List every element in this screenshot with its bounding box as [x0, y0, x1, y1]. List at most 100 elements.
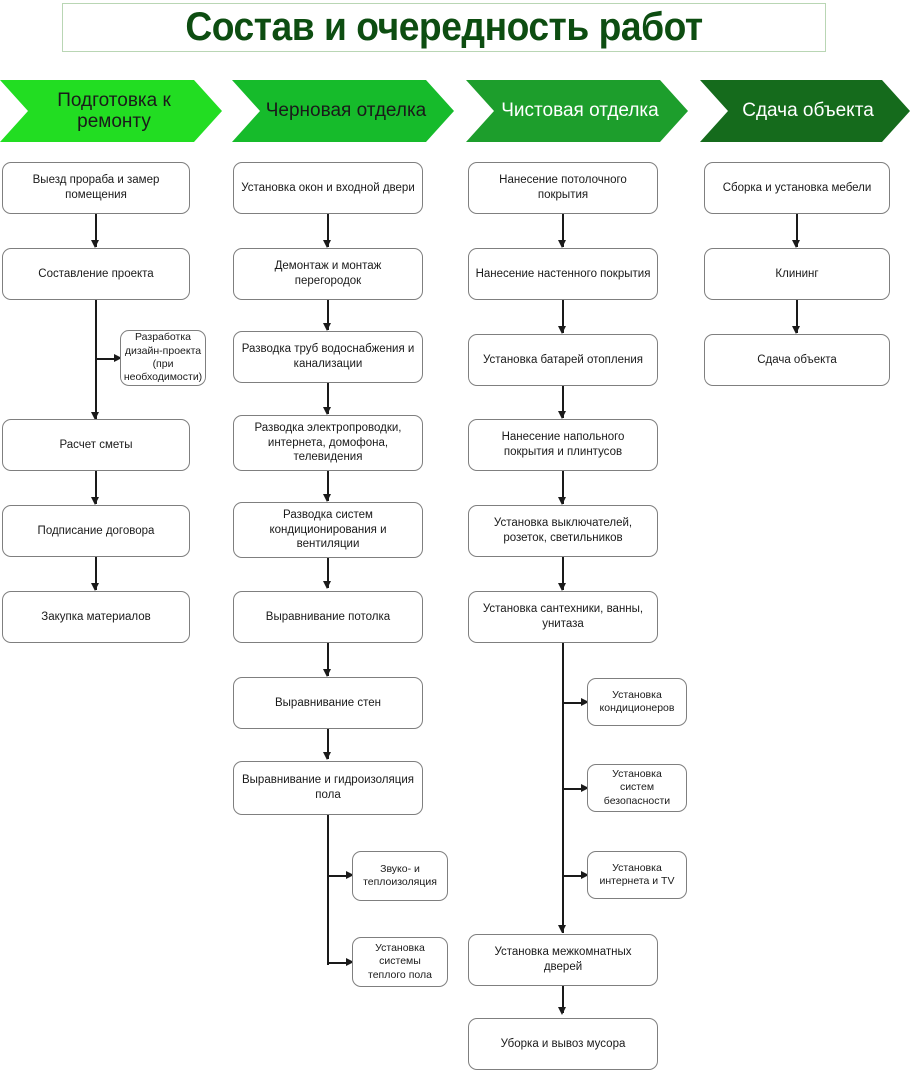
connector-c2-4-5	[327, 471, 329, 501]
node-label: Уборка и вывоз мусора	[500, 1037, 626, 1050]
arrow-c1-1-2	[91, 240, 99, 248]
connector-c1-2-3	[95, 300, 97, 420]
connector-c3-4-5	[562, 471, 564, 504]
branch-line-c1-design	[95, 358, 117, 360]
node-c3-1[interactable]: Нанесение потолочного покрытия	[468, 162, 658, 214]
node-c3-4[interactable]: Нанесение напольного покрытия и плинтусо…	[468, 419, 658, 471]
node-c2-1[interactable]: Установка окон и входной двери	[233, 162, 423, 214]
node-c1-5[interactable]: Закупка материалов	[2, 591, 190, 643]
arrow-c2-6-7	[323, 669, 331, 677]
arrow-c3-3-4	[558, 411, 566, 419]
node-label: Выравнивание потолка	[265, 610, 391, 623]
node-c2-branch-soundproofing[interactable]: Звуко- и теплоизоляция	[352, 851, 448, 901]
node-c2-5[interactable]: Разводка систем кондиционирования и вент…	[233, 502, 423, 558]
node-label: Подписание договора	[37, 524, 155, 537]
connector-c2-7-8	[327, 729, 329, 759]
stage-chevron-label: Подготовка к ремонту	[57, 89, 171, 132]
page-title: Состав и очередность работ	[185, 5, 703, 49]
node-c3-7[interactable]: Установка межкомнатных дверей	[468, 934, 658, 986]
node-c2-8[interactable]: Выравнивание и гидроизоляция пола	[233, 761, 423, 815]
node-c2-3[interactable]: Разводка труб водоснабжения и канализаци…	[233, 331, 423, 383]
connector-c2-2-3	[327, 300, 329, 330]
arrow-c2-5-6	[323, 581, 331, 589]
connector-c2-6-7	[327, 643, 329, 676]
node-label: Выравнивание и гидроизоляция пола	[242, 774, 414, 801]
node-c1-branch-design-project[interactable]: Разработка дизайн-проекта (при необходим…	[120, 330, 206, 386]
node-c3-3[interactable]: Установка батарей отопления	[468, 334, 658, 386]
node-label: Установка системы теплого пола	[368, 941, 432, 981]
node-label: Демонтаж и монтаж перегородок	[274, 260, 382, 287]
connector-c3-3-4	[562, 386, 564, 418]
connector-c3-5-6	[562, 557, 564, 590]
node-c4-2[interactable]: Клининг	[704, 248, 890, 300]
branch-line-c3-security	[562, 788, 584, 790]
node-label: Нанесение настенного покрытия	[475, 267, 651, 280]
stage-chevron-label: Чистовая отделка	[501, 100, 659, 122]
stage-chevron-fine-finish[interactable]: Чистовая отделка	[466, 80, 688, 142]
connector-c4-1-2	[796, 214, 798, 247]
node-c1-1[interactable]: Выезд прораба и замер помещения	[2, 162, 190, 214]
stage-chevron-handover[interactable]: Сдача объекта	[700, 80, 910, 142]
node-c3-2[interactable]: Нанесение настенного покрытия	[468, 248, 658, 300]
node-label: Выравнивание стен	[275, 696, 381, 709]
connector-c2-3-4	[327, 383, 329, 414]
node-c4-1[interactable]: Сборка и установка мебели	[704, 162, 890, 214]
title-box: Состав и очередность работ	[62, 3, 826, 52]
node-label: Установка кондиционеров	[599, 688, 675, 714]
branch-arrow-c1-design	[114, 354, 122, 362]
connector-c3-2-3	[562, 300, 564, 333]
node-label: Разводка электропроводки, интернета, дом…	[254, 421, 402, 464]
node-c3-branch-security-systems[interactable]: Установка систем безопасности	[587, 764, 687, 812]
arrow-c2-4-5	[323, 494, 331, 502]
node-label: Установка систем безопасности	[603, 767, 671, 807]
node-label: Разработка дизайн-проекта (при необходим…	[123, 331, 203, 384]
node-c3-6[interactable]: Установка сантехники, ванны, унитаза	[468, 591, 658, 643]
node-c2-4[interactable]: Разводка электропроводки, интернета, дом…	[233, 415, 423, 471]
node-label: Установка сантехники, ванны, унитаза	[482, 603, 644, 630]
arrow-c3-7-8	[558, 1007, 566, 1015]
node-label: Установка окон и входной двери	[241, 181, 415, 194]
node-label: Нанесение потолочного покрытия	[499, 174, 627, 201]
node-label: Установка батарей отопления	[483, 353, 643, 366]
arrow-c2-3-4	[323, 407, 331, 415]
node-c3-5[interactable]: Установка выключателей, розеток, светиль…	[468, 505, 658, 557]
branch-line-c2-sound	[327, 875, 349, 877]
branch-arrow-c2-warmfloor	[346, 958, 354, 966]
node-c4-3[interactable]: Сдача объекта	[704, 334, 890, 386]
node-c3-8[interactable]: Уборка и вывоз мусора	[468, 1018, 658, 1070]
arrow-c1-3-4	[91, 497, 99, 505]
arrow-c4-2-3	[792, 326, 800, 334]
node-c1-3[interactable]: Расчет сметы	[2, 419, 190, 471]
arrow-c3-1-2	[558, 240, 566, 248]
connector-c4-2-3	[796, 300, 798, 333]
branch-arrow-c3-ac	[581, 698, 589, 706]
node-c2-7[interactable]: Выравнивание стен	[233, 677, 423, 729]
node-c1-2[interactable]: Составление проекта	[2, 248, 190, 300]
stage-chevron-preparation[interactable]: Подготовка к ремонту	[0, 80, 222, 142]
connector-c3-1-2	[562, 214, 564, 247]
node-label: Клининг	[775, 267, 819, 280]
node-label: Разводка труб водоснабжения и канализаци…	[241, 343, 415, 370]
arrow-c2-2-3	[323, 323, 331, 331]
arrow-c2-1-2	[323, 240, 331, 248]
node-c3-branch-internet-tv[interactable]: Установка интернета и TV	[587, 851, 687, 899]
node-c3-branch-air-conditioners[interactable]: Установка кондиционеров	[587, 678, 687, 726]
stage-chevron-label: Черновая отделка	[265, 100, 427, 122]
node-label: Разводка систем кондиционирования и вент…	[269, 508, 387, 551]
node-label: Нанесение напольного покрытия и плинтусо…	[501, 431, 625, 458]
connector-c2-5-6	[327, 558, 329, 588]
arrow-c1-2-3	[91, 412, 99, 420]
node-label: Выезд прораба и замер помещения	[32, 174, 160, 201]
branch-line-c3-ac	[562, 702, 584, 704]
node-label: Установка интернета и TV	[599, 861, 675, 887]
node-c2-2[interactable]: Демонтаж и монтаж перегородок	[233, 248, 423, 300]
connector-c1-3-4	[95, 471, 97, 504]
arrow-c3-6-7	[558, 925, 566, 933]
node-label: Сборка и установка мебели	[722, 181, 872, 194]
node-c2-6[interactable]: Выравнивание потолка	[233, 591, 423, 643]
node-c2-branch-warm-floor[interactable]: Установка системы теплого пола	[352, 937, 448, 987]
stage-chevron-rough-finish[interactable]: Черновая отделка	[232, 80, 454, 142]
node-c1-4[interactable]: Подписание договора	[2, 505, 190, 557]
branch-arrow-c3-security	[581, 784, 589, 792]
